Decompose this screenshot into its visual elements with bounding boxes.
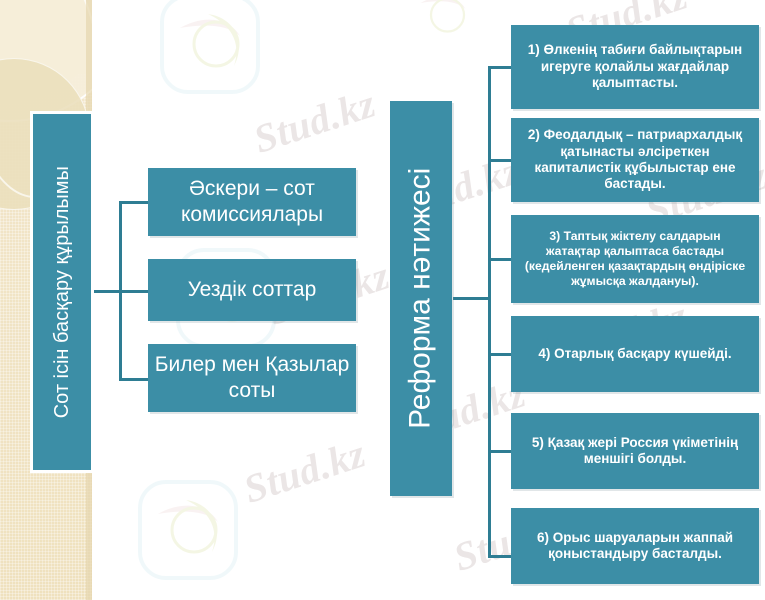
left-title-label: Сот ісін басқару құрылымы	[50, 165, 73, 419]
connector-right-branch-3	[488, 258, 512, 261]
result-box-1[interactable]: 1) Өлкенің табиғи байлықтарын игеруге қо…	[511, 25, 759, 109]
result-box-label: 4) Отарлық басқару күшейді.	[538, 345, 732, 361]
connector-right-stem	[453, 297, 491, 300]
connector-left-branch-3	[119, 378, 149, 381]
connector-left-stem	[94, 290, 122, 293]
site-logo-watermark-icon	[138, 480, 238, 580]
site-logo-watermark-icon	[420, 0, 466, 33]
middle-box-uyezd-courts[interactable]: Уездік соттар	[148, 259, 356, 321]
result-box-label: 5) Қазақ жері Россия үкіметінің меншігі …	[531, 434, 739, 466]
middle-box-biys-and-kazys-court[interactable]: Билер мен Қазылар соты	[148, 344, 356, 412]
result-box-6[interactable]: 6) Орыс шаруаларын жаппай қоныстандыру б…	[511, 508, 759, 584]
center-title-box[interactable]: Реформа нәтижесі	[390, 101, 452, 496]
result-box-2[interactable]: 2) Феодалдық – патриархалдық қатынасты ә…	[511, 118, 759, 202]
connector-right-branch-1	[488, 66, 512, 69]
result-box-label: 3) Таптық жіктелу салдарын жатақтар қалы…	[524, 229, 746, 288]
site-logo-watermark-icon	[160, 0, 260, 94]
connector-left-branch-2	[119, 290, 149, 293]
result-box-4[interactable]: 4) Отарлық басқару күшейді.	[511, 316, 759, 392]
connector-right-branch-6	[488, 555, 512, 558]
middle-box-military-court-commissions[interactable]: Әскери – сот комиссиялары	[148, 168, 356, 236]
connector-right-branch-2	[488, 159, 512, 162]
middle-box-label: Билер мен Қазылар соты	[154, 353, 350, 402]
result-box-5[interactable]: 5) Қазақ жері Россия үкіметінің меншігі …	[511, 413, 759, 489]
center-title-label: Реформа нәтижесі	[403, 167, 437, 430]
connector-right-spine	[488, 66, 491, 558]
left-title-box[interactable]: Сот ісін басқару құрылымы	[30, 111, 94, 473]
result-box-label: 1) Өлкенің табиғи байлықтарын игеруге қо…	[527, 42, 743, 91]
result-box-label: 6) Орыс шаруаларын жаппай қоныстандыру б…	[536, 529, 734, 561]
connector-left-branch-1	[119, 201, 149, 204]
watermark-text: Stud.kz	[248, 80, 381, 162]
connector-right-branch-4	[488, 353, 512, 356]
result-box-label: 2) Феодалдық – патриархалдық қатынасты ә…	[527, 127, 743, 192]
connector-right-branch-5	[488, 450, 512, 453]
result-box-3[interactable]: 3) Таптық жіктелу салдарын жатақтар қалы…	[511, 215, 759, 303]
middle-box-label: Уездік соттар	[187, 278, 317, 302]
middle-box-label: Әскери – сот комиссиялары	[180, 177, 324, 226]
watermark-text: Stud.kz	[238, 430, 371, 512]
